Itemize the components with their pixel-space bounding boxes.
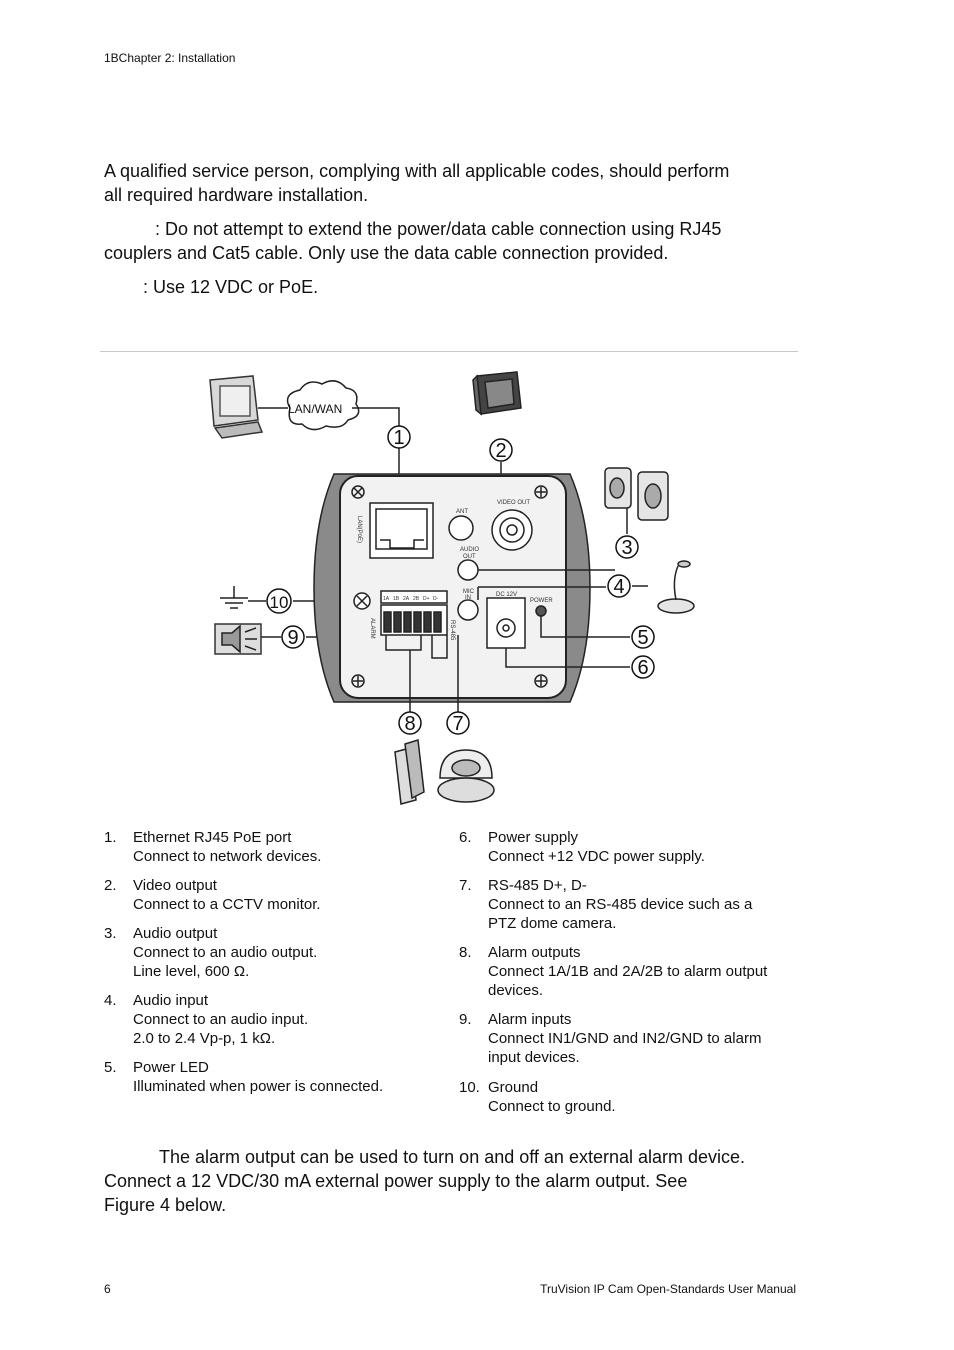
terminal-label-dplus: D+ [423,596,430,602]
rj45-port [369,502,434,559]
rs485-label: RS-485 [449,620,455,641]
mic-in-label-2: IN [465,595,471,601]
dc-12v-label: DC 12V [496,592,517,598]
callout-7: 7 [446,711,470,735]
power-note-text: : Use 12 VDC or PoE. [143,277,319,297]
svg-text:7: 7 [452,713,463,735]
alarm-siren-icon [214,623,262,655]
terminal-label-1b: 1B [393,596,400,602]
mic-in-label-1: MIC [463,589,475,595]
ground-symbol-icon [220,586,248,609]
audio-out-label-1: AUDIO [460,547,479,553]
power-note-paragraph: : Use 12 VDC or PoE. [104,275,318,299]
running-header: 1BChapter 2: Installation [104,51,236,65]
caution-paragraph: : Do not attempt to extend the power/dat… [104,217,804,265]
manual-title: TruVision IP Cam Open-Standards User Man… [540,1282,796,1296]
lan-poe-label: LAN(PoE) [356,516,362,543]
callout-2: 2 [489,438,513,462]
microphone-icon [657,560,695,614]
callout-5: 5 [631,625,655,649]
video-out-label: VIDEO OUT [497,500,530,506]
intro-line-1: A qualified service person, complying wi… [104,161,730,181]
callout-3: 3 [615,535,639,559]
svg-text:10: 10 [270,593,289,612]
terminal-label-2b: 2B [413,596,420,602]
page-number: 6 [104,1282,111,1296]
caution-line-1: : Do not attempt to extend the power/dat… [155,219,722,239]
svg-text:9: 9 [287,627,298,649]
intro-line-2: all required hardware installation. [104,185,369,205]
power-led [535,605,547,617]
svg-text:1: 1 [393,427,404,449]
computer-icon [209,375,264,439]
alarm-para-line-1: The alarm output can be used to turn on … [159,1147,746,1167]
caution-line-2: couplers and Cat5 cable. Only use the da… [104,243,669,263]
rear-panel-connection-diagram: ANT VIDEO OUT AUDIO OUT MIC IN DC 12V PO… [209,371,695,805]
antenna-connector [448,515,474,541]
svg-text:2: 2 [495,440,506,462]
svg-text:4: 4 [613,576,624,598]
terminal-label-1a: 1A [383,596,390,602]
svg-text:8: 8 [404,713,415,735]
callout-9: 9 [281,625,305,649]
cctv-monitor-icon [472,371,522,416]
callout-4: 4 [607,574,631,598]
terminal-label-dminus: D- [433,596,439,602]
alarm-para-line-2: Connect a 12 VDC/30 mA external power su… [104,1171,688,1191]
alarm-label: ALARM [369,618,375,639]
callout-6: 6 [631,655,655,679]
dc-12v-jack [486,597,526,649]
svg-text:3: 3 [621,537,632,559]
terminal-label-2a: 2A [403,596,410,602]
svg-text:6: 6 [637,657,648,679]
alarm-para-line-3: Figure 4 below. [104,1195,227,1215]
terminal-block [380,590,448,636]
alarm-output-paragraph: The alarm output can be used to turn on … [104,1145,804,1217]
speaker-icon [604,467,669,521]
lan-wan-label: LAN/WAN [288,402,342,416]
video-out-bnc [491,509,533,551]
power-label: POWER [530,598,553,604]
ant-label: ANT [456,509,468,515]
lan-wan-cloud-icon [286,380,360,431]
section-divider [100,351,798,352]
callout-1: 1 [387,425,411,449]
ptz-dome-camera-icon [437,749,495,803]
callout-10: 10 [266,588,292,614]
svg-text:5: 5 [637,627,648,649]
motion-detector-icon [394,739,425,805]
installation-intro-paragraph: A qualified service person, complying wi… [104,159,804,207]
camera-rear-panel [313,473,591,703]
mic-in-jack [457,599,479,621]
audio-out-label-2: OUT [463,554,476,560]
callout-8: 8 [398,711,422,735]
audio-out-jack [457,559,479,581]
